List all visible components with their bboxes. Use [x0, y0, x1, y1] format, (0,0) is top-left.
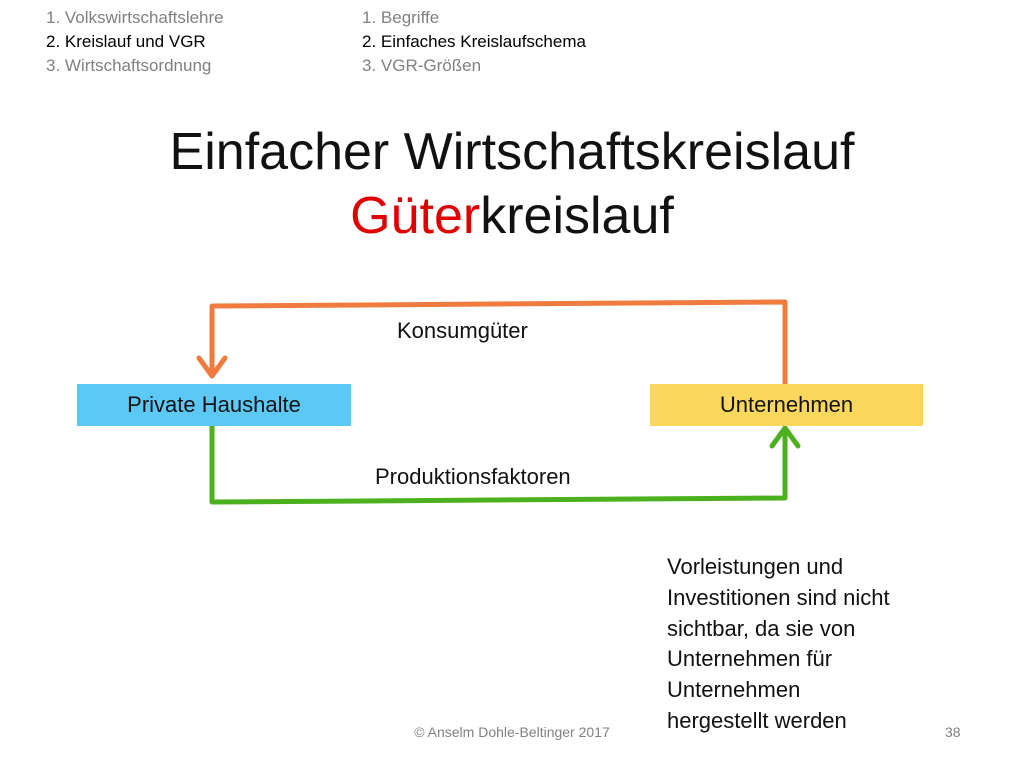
chapter-item-active[interactable]: 2. Kreislauf und VGR — [46, 32, 206, 51]
page-number: 38 — [945, 724, 961, 740]
section-item[interactable]: 3. VGR-Größen — [362, 56, 482, 75]
chapter-item[interactable]: 3. Wirtschaftsordnung — [46, 56, 212, 75]
subtitle-rest: kreislauf — [480, 187, 674, 245]
note-line: Unternehmen — [667, 677, 801, 703]
note-line: Vorleistungen und — [667, 554, 844, 579]
section-nav: 1. Begriffe 2. Einfaches Kreislaufschema… — [362, 6, 586, 78]
subtitle-accent-word: Güter — [350, 187, 481, 245]
note-line: Unternehmen für — [667, 646, 833, 672]
companies-box: Unternehmen — [650, 384, 923, 426]
section-item[interactable]: 1. Begriffe — [362, 8, 440, 27]
footer-copyright: © Anselm Dohle-Beltinger 2017 — [414, 724, 610, 740]
goods-flow-arrow-line — [209, 299, 788, 387]
goods-flow-arrowhead — [196, 355, 228, 379]
section-item-active[interactable]: 2. Einfaches Kreislaufschema — [362, 32, 586, 51]
note-line: Investitionen sind nicht — [667, 584, 890, 610]
consumer-goods-label: Konsumgüter — [397, 318, 528, 343]
factors-flow-arrow-line — [209, 423, 788, 505]
slide-title: Einfacher Wirtschaftskreislauf — [169, 123, 855, 181]
production-factors-label: Produktionsfaktoren — [375, 464, 571, 489]
slide-subtitle: Güterkreislauf — [0, 186, 1024, 246]
factors-flow-arrowhead — [769, 425, 801, 449]
note-line: sichtbar, da sie von — [667, 615, 856, 641]
note-line: hergestellt werden — [667, 707, 847, 733]
chapter-item[interactable]: 1. Volkswirtschaftslehre — [46, 8, 224, 27]
explanation-note: Vorleistungen und Investitionen sind nic… — [667, 552, 967, 737]
chapter-nav: 1. Volkswirtschaftslehre 2. Kreislauf un… — [46, 6, 224, 78]
private-households-box: Private Haushalte — [77, 384, 351, 426]
